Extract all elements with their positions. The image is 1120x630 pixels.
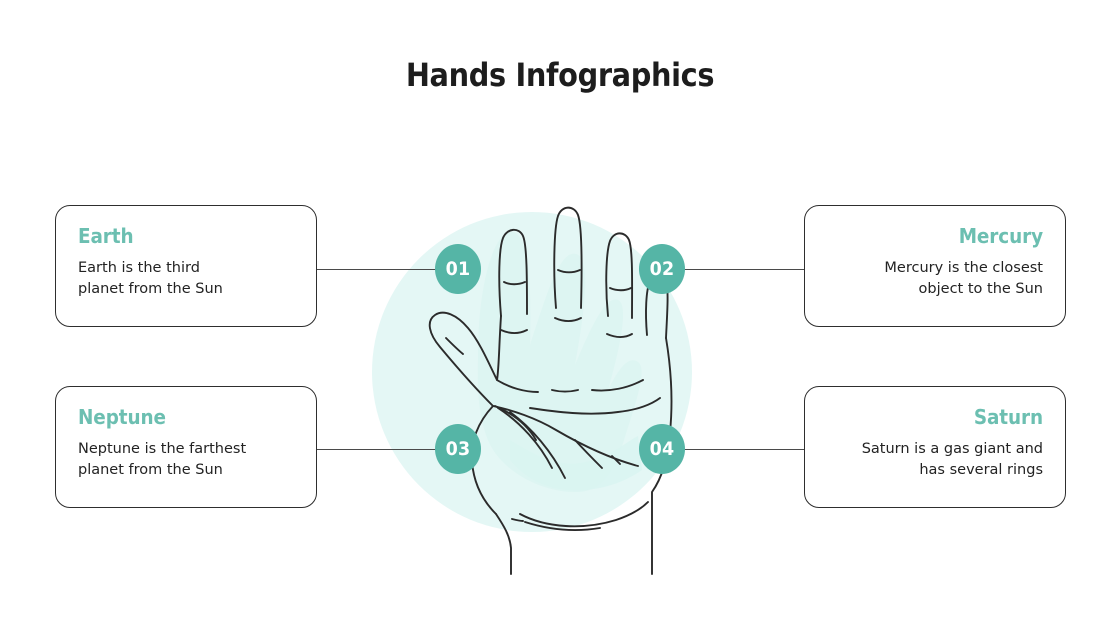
palm-inner-shading — [477, 231, 642, 492]
wrist-left-outline — [495, 513, 512, 575]
marker-circle-03[interactable]: 03 — [435, 424, 481, 474]
thumb-crease — [445, 337, 464, 355]
marker-circle-04[interactable]: 04 — [639, 424, 685, 474]
wrist-crease-dash — [511, 518, 524, 522]
marker-label-02: 02 — [649, 258, 675, 280]
palm-fate-line — [497, 407, 553, 469]
info-card-mercury[interactable]: Mercury Mercury is the closest object to… — [804, 205, 1066, 327]
info-card-heading-earth: Earth — [78, 224, 134, 248]
ring-finger-outline — [605, 232, 634, 319]
thumb-outline — [428, 311, 502, 407]
wrist-crease — [524, 521, 601, 531]
connector-line-04 — [676, 449, 804, 450]
info-card-body-saturn: Saturn is a gas giant and has several ri… — [861, 441, 1043, 478]
connector-line-02 — [676, 269, 804, 270]
info-card-heading-saturn: Saturn — [973, 405, 1043, 429]
marker-circle-02[interactable]: 02 — [639, 244, 685, 294]
info-card-earth[interactable]: Earth Earth is the third planet from the… — [55, 205, 317, 327]
middle-finger-outline — [553, 206, 583, 309]
palm-extra-line-a — [509, 411, 566, 479]
info-card-heading-mercury: Mercury — [958, 224, 1043, 248]
marker-label-01: 01 — [445, 258, 471, 280]
wrist-shading — [510, 436, 642, 491]
ring-crease-lower — [606, 333, 633, 338]
marker-label-03: 03 — [445, 438, 471, 460]
info-card-neptune[interactable]: Neptune Neptune is the farthest planet f… — [55, 386, 317, 508]
connector-line-01 — [316, 269, 444, 270]
ring-crease-upper — [609, 287, 632, 292]
info-card-body-earth: Earth is the third planet from the Sun — [78, 260, 223, 297]
index-crease-lower — [500, 329, 528, 334]
index-finger-outline — [498, 228, 528, 317]
palm-head-line — [529, 397, 661, 415]
middle-crease-upper — [557, 269, 581, 274]
knuckle-line-middle — [551, 389, 579, 393]
palm-extra-line-c — [611, 455, 621, 465]
palm-extra-line-b — [574, 439, 603, 469]
info-card-heading-neptune: Neptune — [78, 405, 166, 429]
connector-line-03 — [316, 449, 444, 450]
page-title: Hands Infographics — [405, 56, 715, 94]
hand-illustration — [360, 140, 705, 620]
index-crease-upper — [503, 281, 526, 286]
info-card-body-mercury: Mercury is the closest object to the Sun — [884, 260, 1043, 297]
middle-crease-lower — [554, 317, 582, 322]
info-card-body-neptune: Neptune is the farthest planet from the … — [78, 441, 247, 478]
palm-base-line — [519, 501, 649, 528]
marker-label-04: 04 — [649, 438, 675, 460]
knuckle-line-index — [496, 379, 539, 393]
knuckle-line-ring — [591, 379, 644, 392]
marker-circle-01[interactable]: 01 — [435, 244, 481, 294]
hand-illustration-svg — [372, 206, 692, 575]
info-card-saturn[interactable]: Saturn Saturn is a gas giant and has sev… — [804, 386, 1066, 508]
